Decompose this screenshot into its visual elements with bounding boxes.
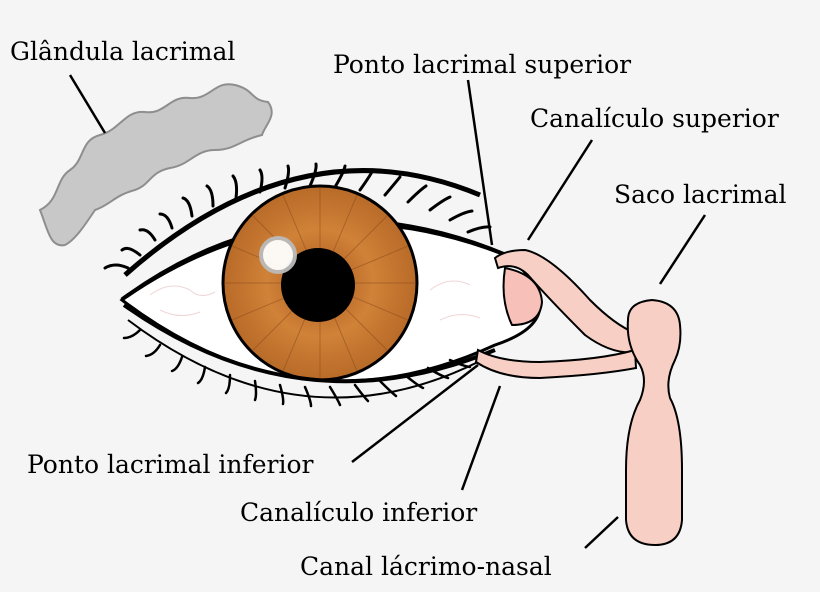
eye-highlight bbox=[259, 236, 297, 274]
label-inferior-canaliculus: Canalículo inferior bbox=[240, 498, 477, 527]
label-superior-punctum: Ponto lacrimal superior bbox=[333, 50, 631, 79]
inferior-canaliculus bbox=[474, 348, 638, 380]
label-inferior-punctum: Ponto lacrimal inferior bbox=[27, 450, 314, 479]
pupil bbox=[281, 248, 355, 322]
lacrimal-sac-duct bbox=[625, 298, 683, 547]
upper-eyelashes bbox=[103, 162, 492, 270]
lacrimal-gland bbox=[38, 83, 273, 247]
label-lacrimal-sac: Saco lacrimal bbox=[614, 180, 787, 209]
leader-lines bbox=[68, 74, 707, 549]
label-nasolacrimal-duct: Canal lácrimo-nasal bbox=[300, 552, 552, 581]
eyelid-crease bbox=[123, 168, 481, 277]
lower-eyelashes bbox=[122, 328, 472, 408]
sclera-veins bbox=[149, 280, 481, 321]
lower-eyelid-outer bbox=[127, 319, 479, 399]
label-lacrimal-gland: Glândula lacrimal bbox=[10, 37, 235, 66]
lower-eyelid bbox=[122, 303, 496, 384]
label-superior-canaliculus: Canalículo superior bbox=[530, 104, 779, 133]
